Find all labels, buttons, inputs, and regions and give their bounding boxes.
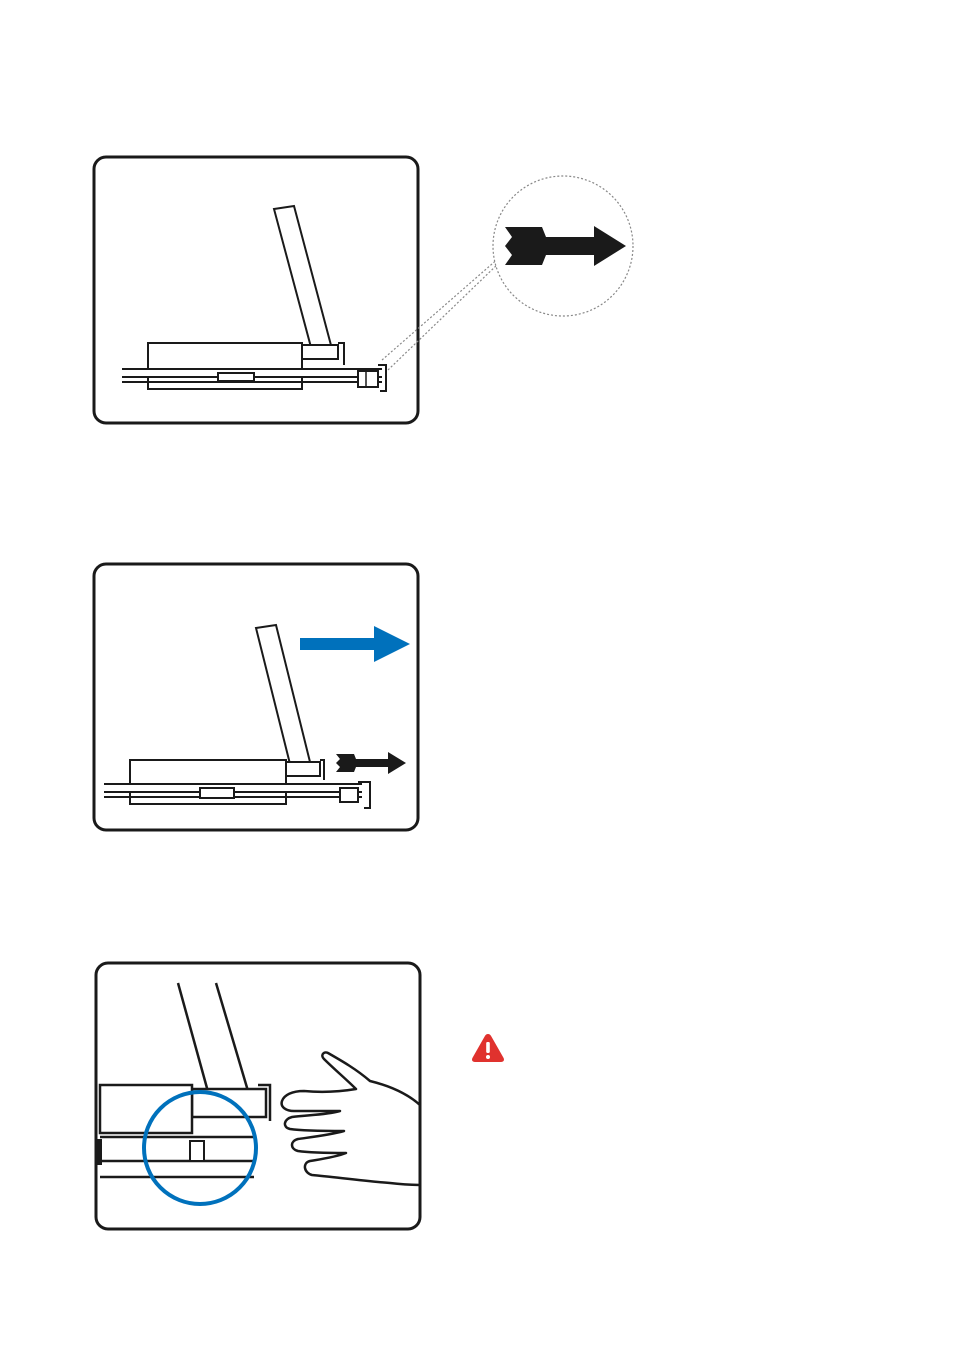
locking-pin bbox=[340, 788, 358, 802]
hand-icon bbox=[282, 1052, 424, 1185]
pull-direction-arrow-icon bbox=[300, 626, 410, 662]
slide-block bbox=[200, 788, 234, 798]
slide-block bbox=[218, 373, 254, 381]
pin-zoom-callout bbox=[360, 170, 650, 390]
upper-tray bbox=[130, 760, 286, 784]
upper-tray bbox=[148, 343, 302, 369]
upper-tray bbox=[100, 1085, 192, 1133]
lever bbox=[274, 206, 332, 351]
figure-step-2 bbox=[92, 562, 422, 834]
pin-removal-arrow-icon bbox=[336, 752, 406, 774]
lever-base bbox=[302, 345, 338, 359]
figure-step-3 bbox=[94, 961, 424, 1233]
slide-block bbox=[190, 1141, 204, 1161]
lever-base bbox=[286, 762, 320, 776]
warning-icon bbox=[470, 1032, 506, 1064]
